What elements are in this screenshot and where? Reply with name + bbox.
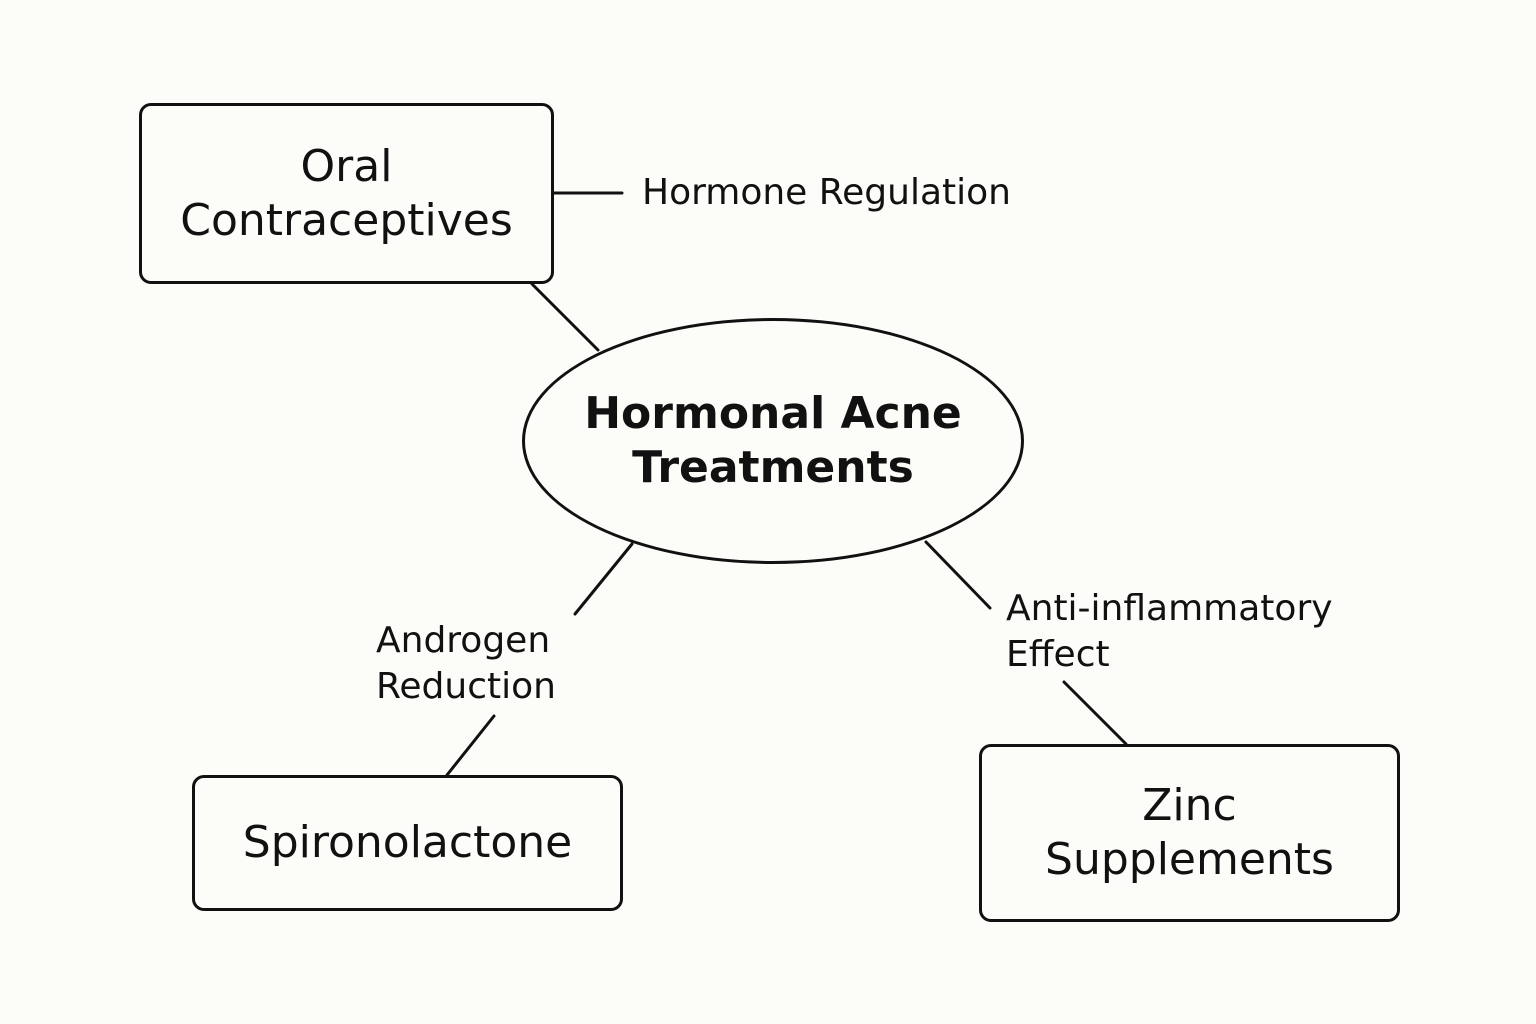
edge-label-androgen-reduction: Androgen Reduction xyxy=(376,620,556,707)
edge-label-anti-inflammatory-effect: Anti-inflammatory Effect xyxy=(1006,588,1333,675)
node-zinc-supplements-label: Zinc Supplements xyxy=(1045,780,1334,885)
node-spironolactone-label: Spironolactone xyxy=(242,817,573,868)
connector-oral-to-center xyxy=(530,282,600,352)
node-zinc-supplements: Zinc Supplements xyxy=(979,744,1400,922)
connector-spiro-label-to-spiro xyxy=(445,714,496,777)
node-oral-contraceptives-label: Oral Contraceptives xyxy=(180,140,513,246)
node-oral-contraceptives: Oral Contraceptives xyxy=(139,103,554,284)
connector-center-to-spiro-label xyxy=(573,542,634,616)
node-hormonal-acne-treatments-label: Hormonal Acne Treatments xyxy=(584,388,962,493)
connector-zinc-label-to-zinc xyxy=(1062,680,1128,746)
node-spironolactone: Spironolactone xyxy=(192,775,623,911)
edge-label-hormone-regulation: Hormone Regulation xyxy=(642,172,1011,213)
connector-center-to-zinc-label xyxy=(924,540,992,610)
node-hormonal-acne-treatments: Hormonal Acne Treatments xyxy=(522,318,1024,564)
